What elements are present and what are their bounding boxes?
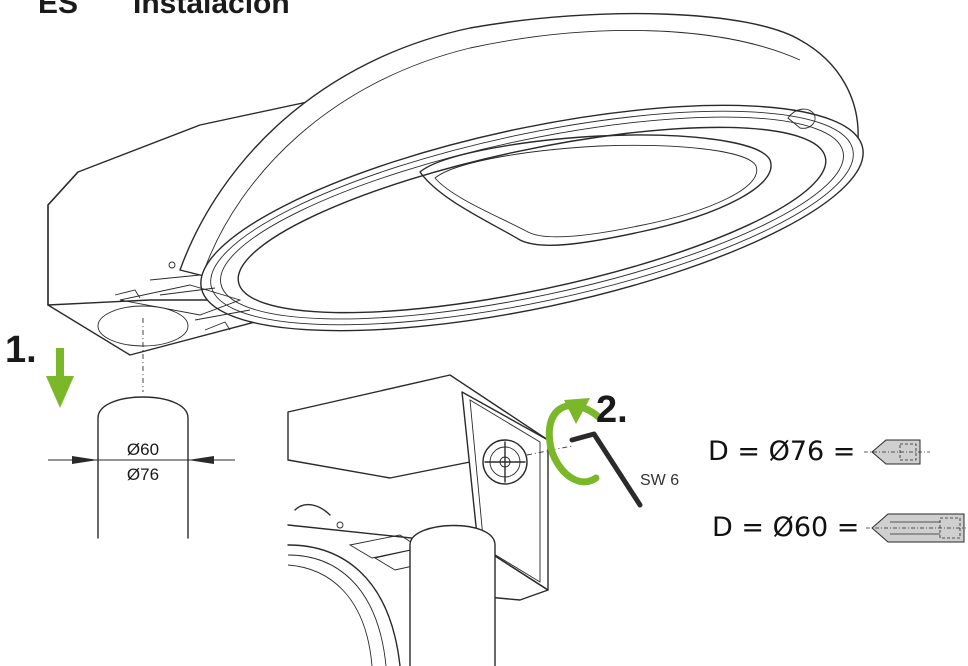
rotate-arrow-icon (545, 398, 604, 486)
language-code: ES (38, 0, 78, 20)
pole-dimension-large: Ø76 (127, 465, 159, 484)
short-screw-icon (864, 439, 930, 465)
luminaire-illustration (47, 12, 864, 356)
hex-key-icon (569, 431, 643, 508)
pole-illustration (48, 396, 235, 539)
tool-size-label: SW 6 (640, 472, 679, 489)
long-screw-icon (866, 513, 966, 543)
page-title: Instalación (133, 0, 290, 20)
bracket-detail-illustration (287, 374, 573, 666)
step-1-number: 1. (5, 329, 37, 371)
screw-row-1-label: D = Ø76 = (708, 436, 855, 467)
step-2-number: 2. (596, 389, 628, 431)
screw-row-2-label: D = Ø60 = (712, 512, 859, 543)
pole-dimension-small: Ø60 (127, 440, 159, 459)
down-arrow-icon (46, 348, 74, 408)
